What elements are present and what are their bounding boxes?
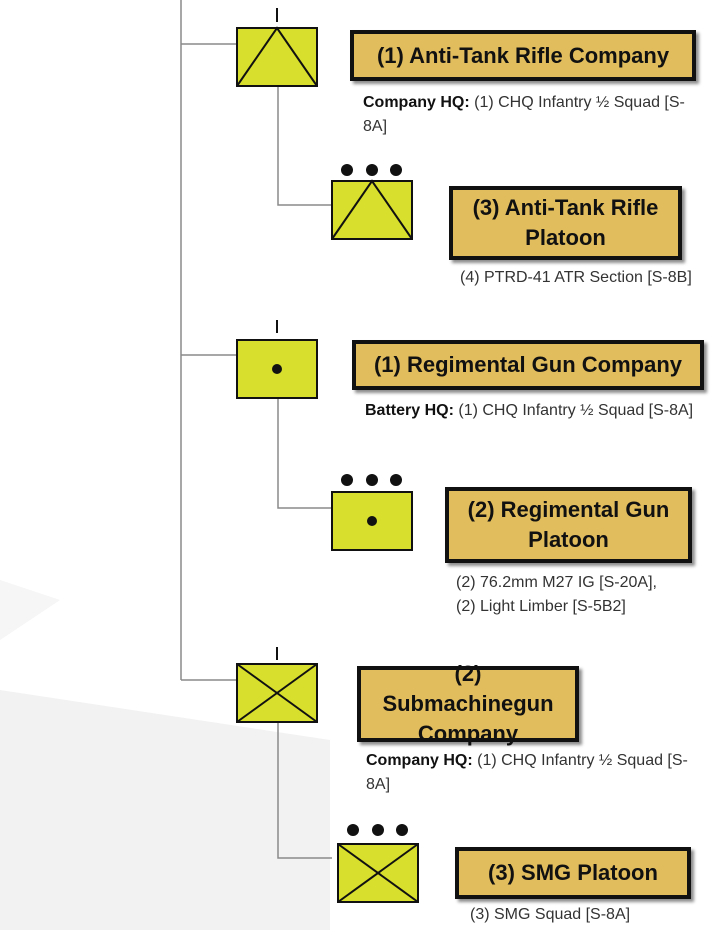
at-platoon-note-text: (4) PTRD-41 ATR Section [S-8B] (460, 269, 692, 286)
platoon-echelon-dot (396, 824, 408, 836)
platoon-echelon-dot (341, 164, 353, 176)
platoon-echelon-dot (390, 474, 402, 486)
branch-line-smg-platoon (277, 705, 332, 859)
smg-company-note-text: (1) CHQ Infantry ½ Squad [S-8A] (366, 752, 688, 793)
smg-platoon-title: (3) SMG Platoon (455, 847, 691, 899)
smg-company-title: (2) Submachinegun Company (357, 661, 579, 746)
platoon-echelon-dot (341, 474, 353, 486)
branch-line-at-platoon (277, 86, 332, 206)
at-company-title-text: (1) Anti-Tank Rifle Company (376, 42, 670, 68)
anti-tank-platoon-symbol (331, 164, 413, 240)
at-company-title: (1) Anti-Tank Rifle Company (350, 30, 696, 81)
gun-platoon-title-text: (2) Regimental Gun Platoon (467, 497, 670, 552)
gun-platoon-note-text: (2) 76.2mm M27 IG [S-20A], (2) Light Lim… (456, 574, 657, 615)
smg-platoon-note: (3) SMG Squad [S-8A] (470, 903, 710, 927)
platoon-echelon-dot (390, 164, 402, 176)
gun-company-note: Battery HQ: (1) CHQ Infantry ½ Squad [S-… (365, 399, 695, 423)
gun-platoon-note: (2) 76.2mm M27 IG [S-20A], (2) Light Lim… (456, 571, 676, 619)
connector-lines (180, 0, 332, 859)
smg-company-symbol (236, 647, 318, 723)
smg-company-note-label: Company HQ: (366, 752, 473, 769)
smg-platoon-symbol (337, 824, 419, 903)
smg-platoon-note-text: (3) SMG Squad [S-8A] (470, 906, 631, 923)
at-company-note-label: Company HQ: (363, 94, 470, 111)
gun-company-symbol (236, 320, 318, 399)
branch-line-gun-platoon (277, 376, 332, 509)
at-platoon-title: (3) Anti-Tank Rifle Platoon (449, 186, 682, 260)
at-company-note-text: (1) CHQ Infantry ½ Squad [S-8A] (363, 94, 685, 135)
platoon-echelon-dot (372, 824, 384, 836)
at-platoon-note: (4) PTRD-41 ATR Section [S-8B] (460, 266, 710, 290)
smg-company-note: Company HQ: (1) CHQ Infantry ½ Squad [S-… (366, 749, 701, 797)
platoon-echelon-dot (366, 164, 378, 176)
gun-platoon-symbol (331, 474, 413, 551)
gun-company-title-text: (1) Regimental Gun Company (373, 352, 683, 377)
gun-platoon-title: (2) Regimental Gun Platoon (445, 487, 692, 563)
at-company-note: Company HQ: (1) CHQ Infantry ½ Squad [S-… (363, 91, 703, 139)
gun-company-note-text: (1) CHQ Infantry ½ Squad [S-8A] (458, 402, 694, 419)
gun-company-title: (1) Regimental Gun Company (352, 340, 704, 390)
platoon-echelon-dot (366, 474, 378, 486)
at-platoon-title-text: (3) Anti-Tank Rifle Platoon (472, 195, 659, 250)
anti-tank-company-symbol (236, 8, 318, 87)
smg-company-title-text: (2) Submachinegun Company (382, 661, 554, 746)
gun-company-note-label: Battery HQ: (365, 402, 454, 419)
smg-platoon-title-text: (3) SMG Platoon (488, 860, 658, 885)
platoon-echelon-dot (347, 824, 359, 836)
